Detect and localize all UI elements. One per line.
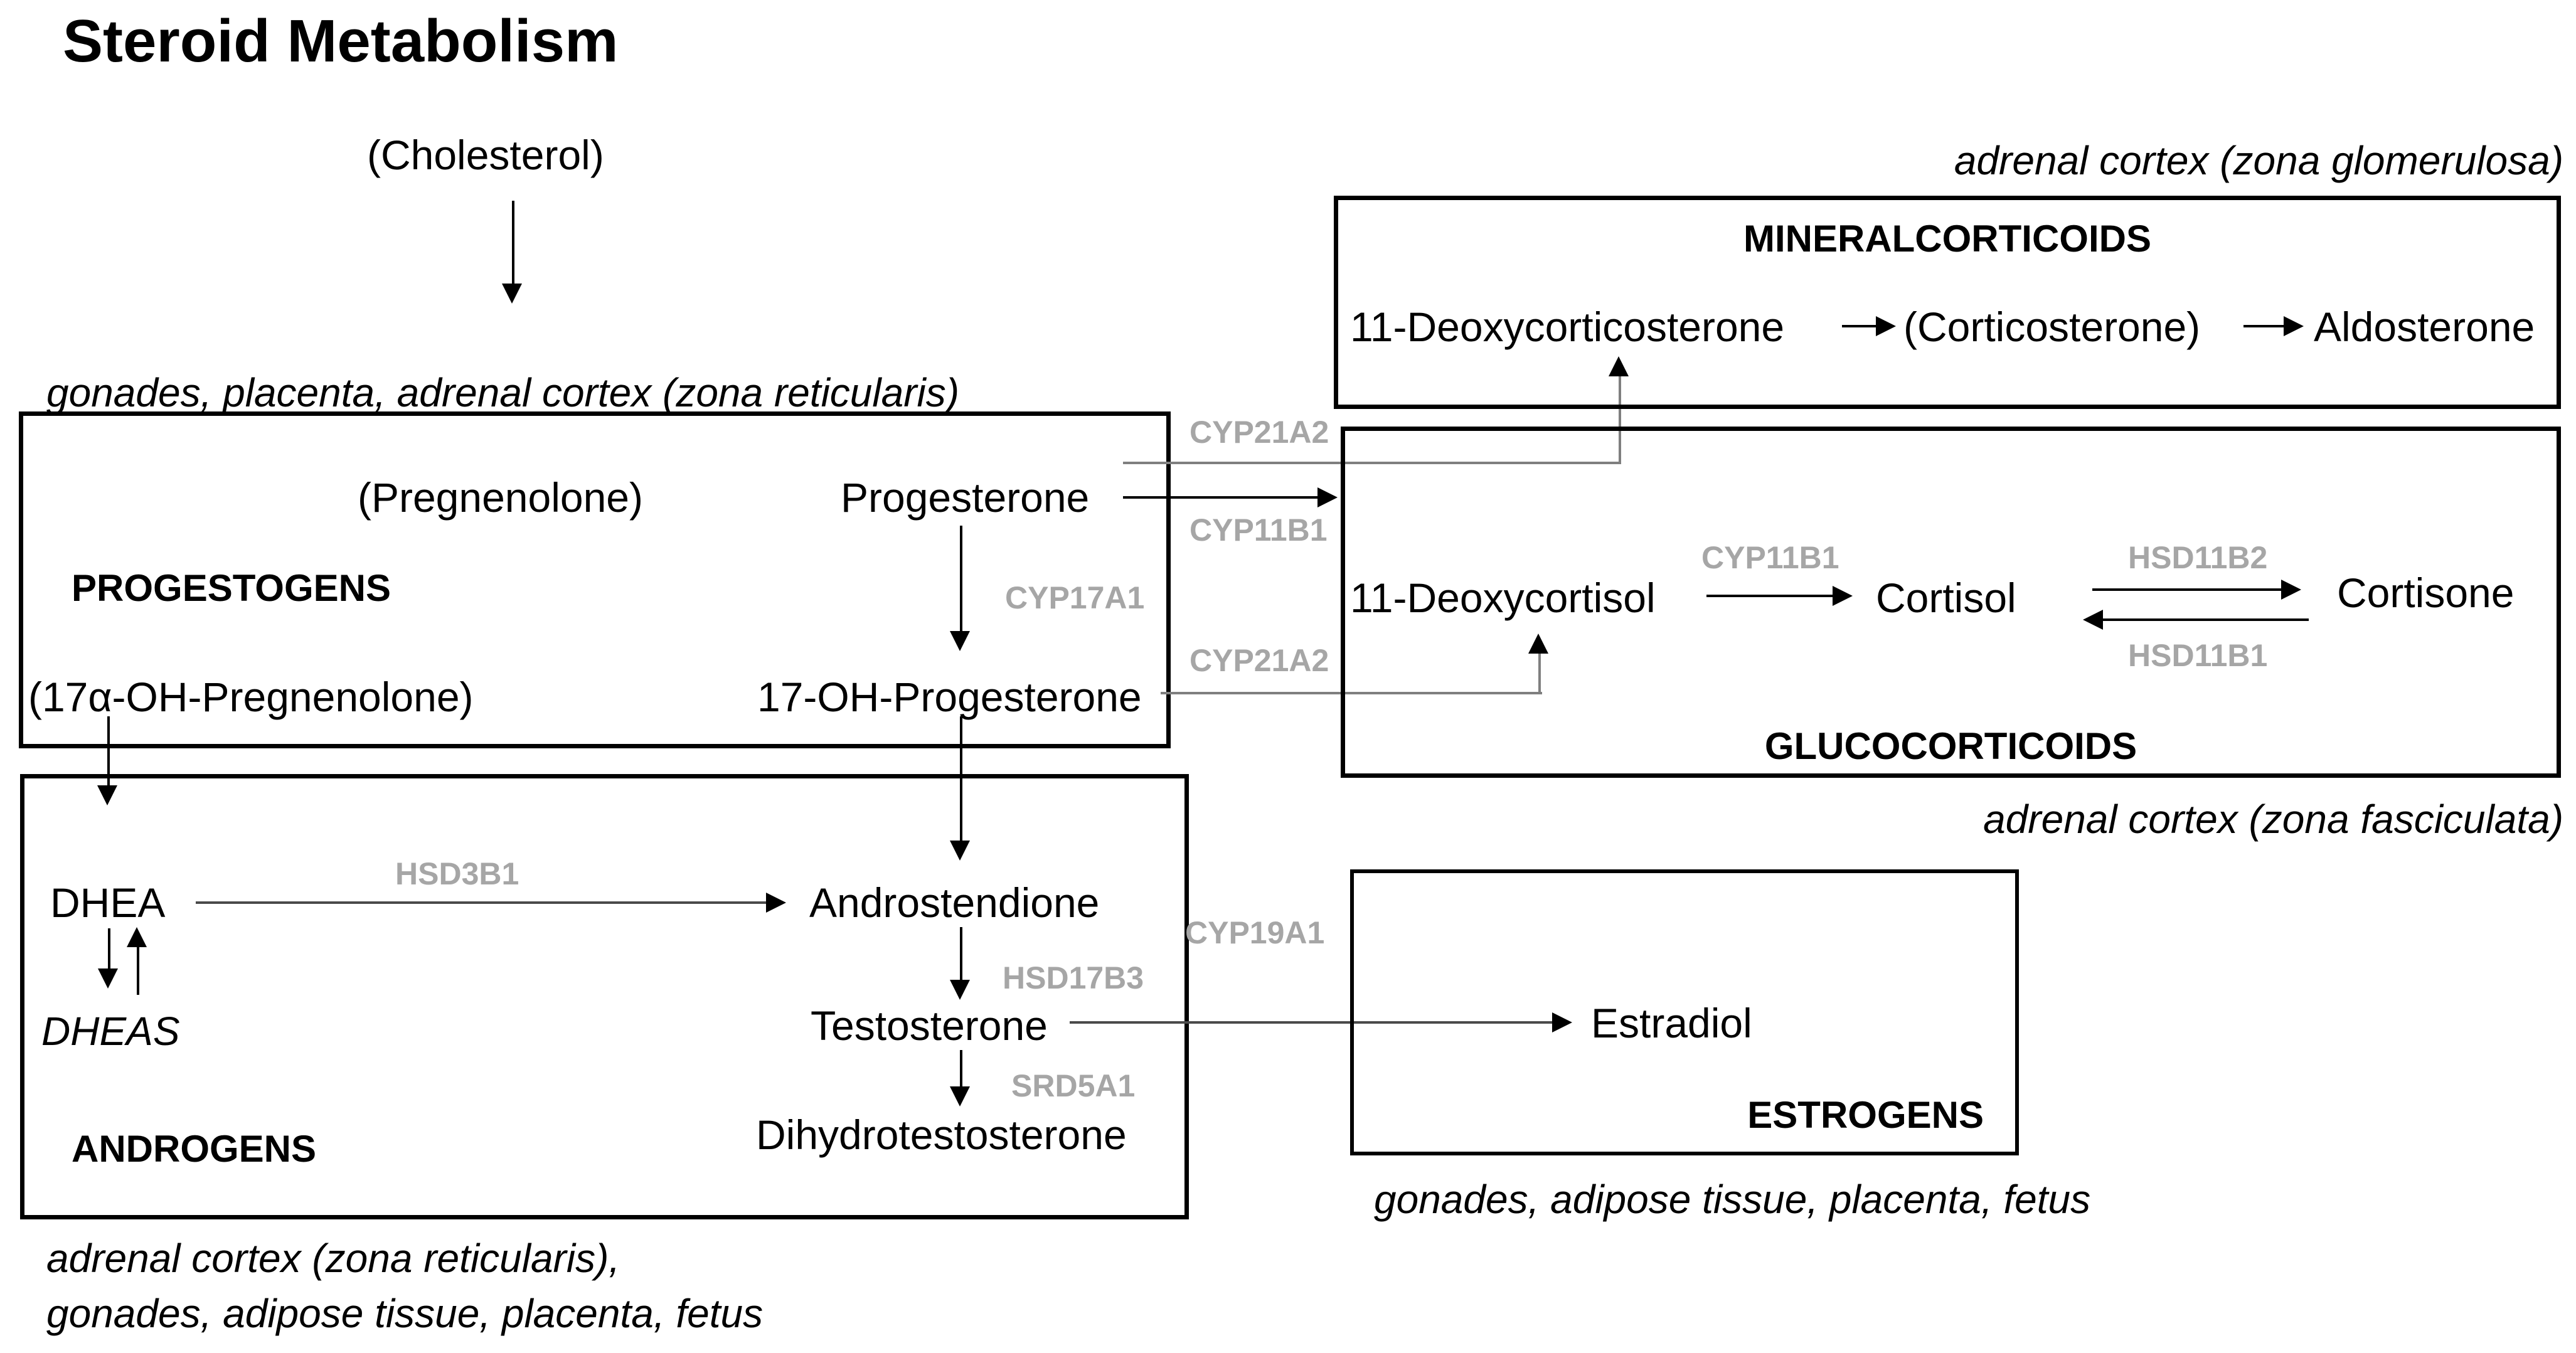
region-label-estrogens: gonades, adipose tissue, placenta, fetus [1374,1177,2091,1222]
enzyme-hsd17b3: HSD17B3 [1003,960,1144,995]
arrow-cortisone-cortisol-head [2083,610,2103,630]
enzyme-cyp21a2-top: CYP21A2 [1190,415,1329,450]
region-label-progestogens: gonades, placenta, adrenal cortex (zona … [46,370,960,415]
arrow-17ohprogesterone-androstendione-line [960,716,962,842]
arrow-progesterone-glucocorticoids-head [1317,487,1338,507]
arrow-cortisone-cortisol-line [2103,618,2309,621]
node-11-deoxycortisol: 11-Deoxycortisol [1350,575,1656,621]
enzyme-hsd3b1: HSD3B1 [395,856,519,891]
node-cortisol: Cortisol [1876,575,2016,621]
connector-progesterone-doc-head [1609,356,1629,376]
arrow-dhea-dheas-head [98,968,118,989]
node-dheas: DHEAS [41,1009,180,1054]
arrow-androstendione-testosterone-head [950,980,970,1000]
arrow-progesterone-glucocorticoids-line [1123,496,1320,499]
connector-17ohp-deoxycortisol-head [1528,634,1548,654]
region-label-mineralcorticoids: adrenal cortex (zona glomerulosa) [1954,138,2563,183]
node-cholesterol: (Cholesterol) [367,132,604,178]
arrow-testosterone-dht-line [960,1050,962,1088]
arrow-17ohprogesterone-androstendione-head [950,841,970,861]
arrow-cortisol-cortisone-head [2281,580,2301,600]
connector-progesterone-doc-horizontal [1123,462,1621,464]
glucocorticoids-box [1341,427,2561,778]
arrow-testosterone-estradiol-line [1070,1021,1555,1024]
node-estradiol: Estradiol [1591,1000,1752,1046]
arrow-deoxycortisol-cortisol-head [1833,586,1853,606]
enzyme-cyp21a2-bottom: CYP21A2 [1190,643,1329,678]
arrow-deoxycortisol-cortisol-line [1706,595,1835,597]
region-label-androgens-line1: adrenal cortex (zona reticularis), [46,1236,620,1281]
arrow-dheas-dhea-head [127,927,147,947]
group-label-glucocorticoids: GLUCOCORTICOIDS [1764,725,2137,767]
arrow-dhea-androstendione-line [196,901,769,904]
connector-17ohp-deoxycortisol-horizontal [1161,692,1542,694]
node-17-oh-progesterone: 17-OH-Progesterone [757,674,1142,720]
arrow-cholesterol-head [502,284,522,304]
page-title: Steroid Metabolism [63,8,619,75]
arrow-dhea-androstendione-head [766,893,786,913]
progestogens-box [19,411,1171,748]
group-label-mineralcorticoids: MINERALCORTICOIDS [1743,218,2151,260]
node-cortisone: Cortisone [2337,570,2515,616]
arrow-dheas-dhea-line [137,946,139,995]
arrow-doc-corticosterone-line [1842,325,1878,327]
enzyme-srd5a1: SRD5A1 [1011,1068,1136,1103]
node-11-deoxycorticosterone: 11-Deoxycorticosterone [1350,304,1785,350]
region-label-glucocorticoids: adrenal cortex (zona fasciculata) [1983,797,2563,842]
node-17a-oh-pregnenolone: (17α-OH-Pregnenolone) [28,674,474,720]
node-progesterone: Progesterone [841,474,1090,521]
arrow-17ohpregnenolone-dhea-head [97,785,117,805]
arrow-corticosterone-aldosterone-head [2284,316,2304,336]
arrow-cortisol-cortisone-line [2092,588,2284,591]
enzyme-cyp17a1: CYP17A1 [1005,580,1145,615]
arrow-dhea-dheas-line [108,928,110,971]
node-androstendione: Androstendione [809,879,1100,926]
group-label-progestogens: PROGESTOGENS [72,567,391,609]
arrow-testosterone-dht-head [950,1086,970,1106]
mineralcorticoids-box [1334,196,2561,409]
enzyme-cyp19a1: CYP19A1 [1185,915,1325,950]
estrogens-box [1350,869,2019,1155]
node-corticosterone: (Corticosterone) [1903,304,2201,350]
arrow-cholesterol-line [512,201,514,285]
enzyme-cyp11b1: CYP11B1 [1701,540,1839,575]
group-label-androgens: ANDROGENS [72,1128,317,1170]
connector-17ohp-deoxycortisol-vertical [1538,654,1541,694]
arrow-androstendione-testosterone-line [960,927,962,981]
enzyme-cyp11b1-progesterone: CYP11B1 [1190,512,1328,548]
enzyme-hsd11b1: HSD11B1 [2128,638,2268,673]
node-aldosterone: Aldosterone [2314,304,2535,350]
arrow-17ohpregnenolone-dhea-line [107,716,110,787]
enzyme-hsd11b2: HSD11B2 [2128,540,2268,575]
region-label-androgens-line2: gonades, adipose tissue, placenta, fetus [46,1291,764,1336]
arrow-corticosterone-aldosterone-line [2243,325,2286,327]
arrow-testosterone-estradiol-head [1552,1012,1572,1032]
arrow-progesterone-17ohprogesterone-head [950,631,970,651]
node-pregnenolone: (Pregnenolone) [358,474,643,521]
node-dihydrotestosterone: Dihydrotestosterone [756,1112,1127,1158]
node-testosterone: Testosterone [811,1002,1048,1049]
arrow-progesterone-17ohprogesterone-line [960,526,962,632]
androgens-box [20,774,1189,1219]
connector-progesterone-doc-vertical [1619,376,1621,464]
group-label-estrogens: ESTROGENS [1747,1094,1984,1136]
arrow-doc-corticosterone-head [1876,316,1896,336]
node-dhea: DHEA [50,879,166,926]
